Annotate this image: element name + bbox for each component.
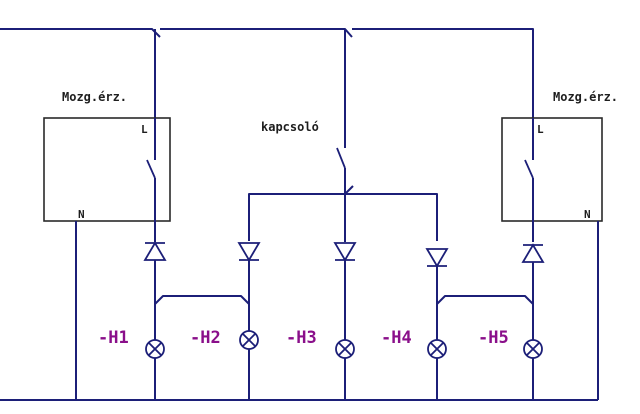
switch-contact bbox=[336, 147, 346, 169]
diode-4 bbox=[425, 248, 449, 268]
manual-switch: kapcsoló bbox=[248, 120, 438, 242]
diode-3 bbox=[333, 242, 357, 262]
diode-5 bbox=[521, 243, 545, 263]
neutral-wires bbox=[0, 221, 599, 401]
lamp-feed-wires bbox=[154, 260, 534, 340]
lamp-h2: -H2 bbox=[190, 328, 259, 350]
diode-2 bbox=[237, 242, 261, 262]
diode-1 bbox=[143, 241, 167, 261]
sensor-contact-left bbox=[146, 159, 156, 179]
motion-sensor-right: Mozg.érz. L N bbox=[501, 90, 618, 242]
sensor-contact-right bbox=[524, 159, 534, 179]
sensor-label-right: Mozg.érz. bbox=[553, 90, 618, 104]
lamp-h1-label: -H1 bbox=[98, 328, 129, 348]
sensor-box-left bbox=[43, 117, 171, 222]
lamp-h5-label: -H5 bbox=[478, 328, 509, 348]
sensor-terminal-l-right: L bbox=[537, 123, 544, 136]
lamp-h2-label: -H2 bbox=[190, 328, 221, 348]
sensor-terminal-n-left: N bbox=[78, 208, 85, 221]
lamp-h4-label: -H4 bbox=[381, 328, 412, 348]
sensor-terminal-l-left: L bbox=[141, 123, 148, 136]
sensor-box-right bbox=[501, 117, 603, 222]
sensor-terminal-n-right: N bbox=[584, 208, 591, 221]
sensor-label-left: Mozg.érz. bbox=[62, 90, 127, 104]
lamp-h3-label: -H3 bbox=[286, 328, 317, 348]
lamp-h3: -H3 bbox=[286, 328, 355, 359]
switch-label: kapcsoló bbox=[261, 120, 319, 134]
motion-sensor-left: Mozg.érz. L N bbox=[43, 90, 171, 242]
supply-wires bbox=[0, 28, 534, 148]
lamp-h4: -H4 bbox=[381, 328, 447, 359]
